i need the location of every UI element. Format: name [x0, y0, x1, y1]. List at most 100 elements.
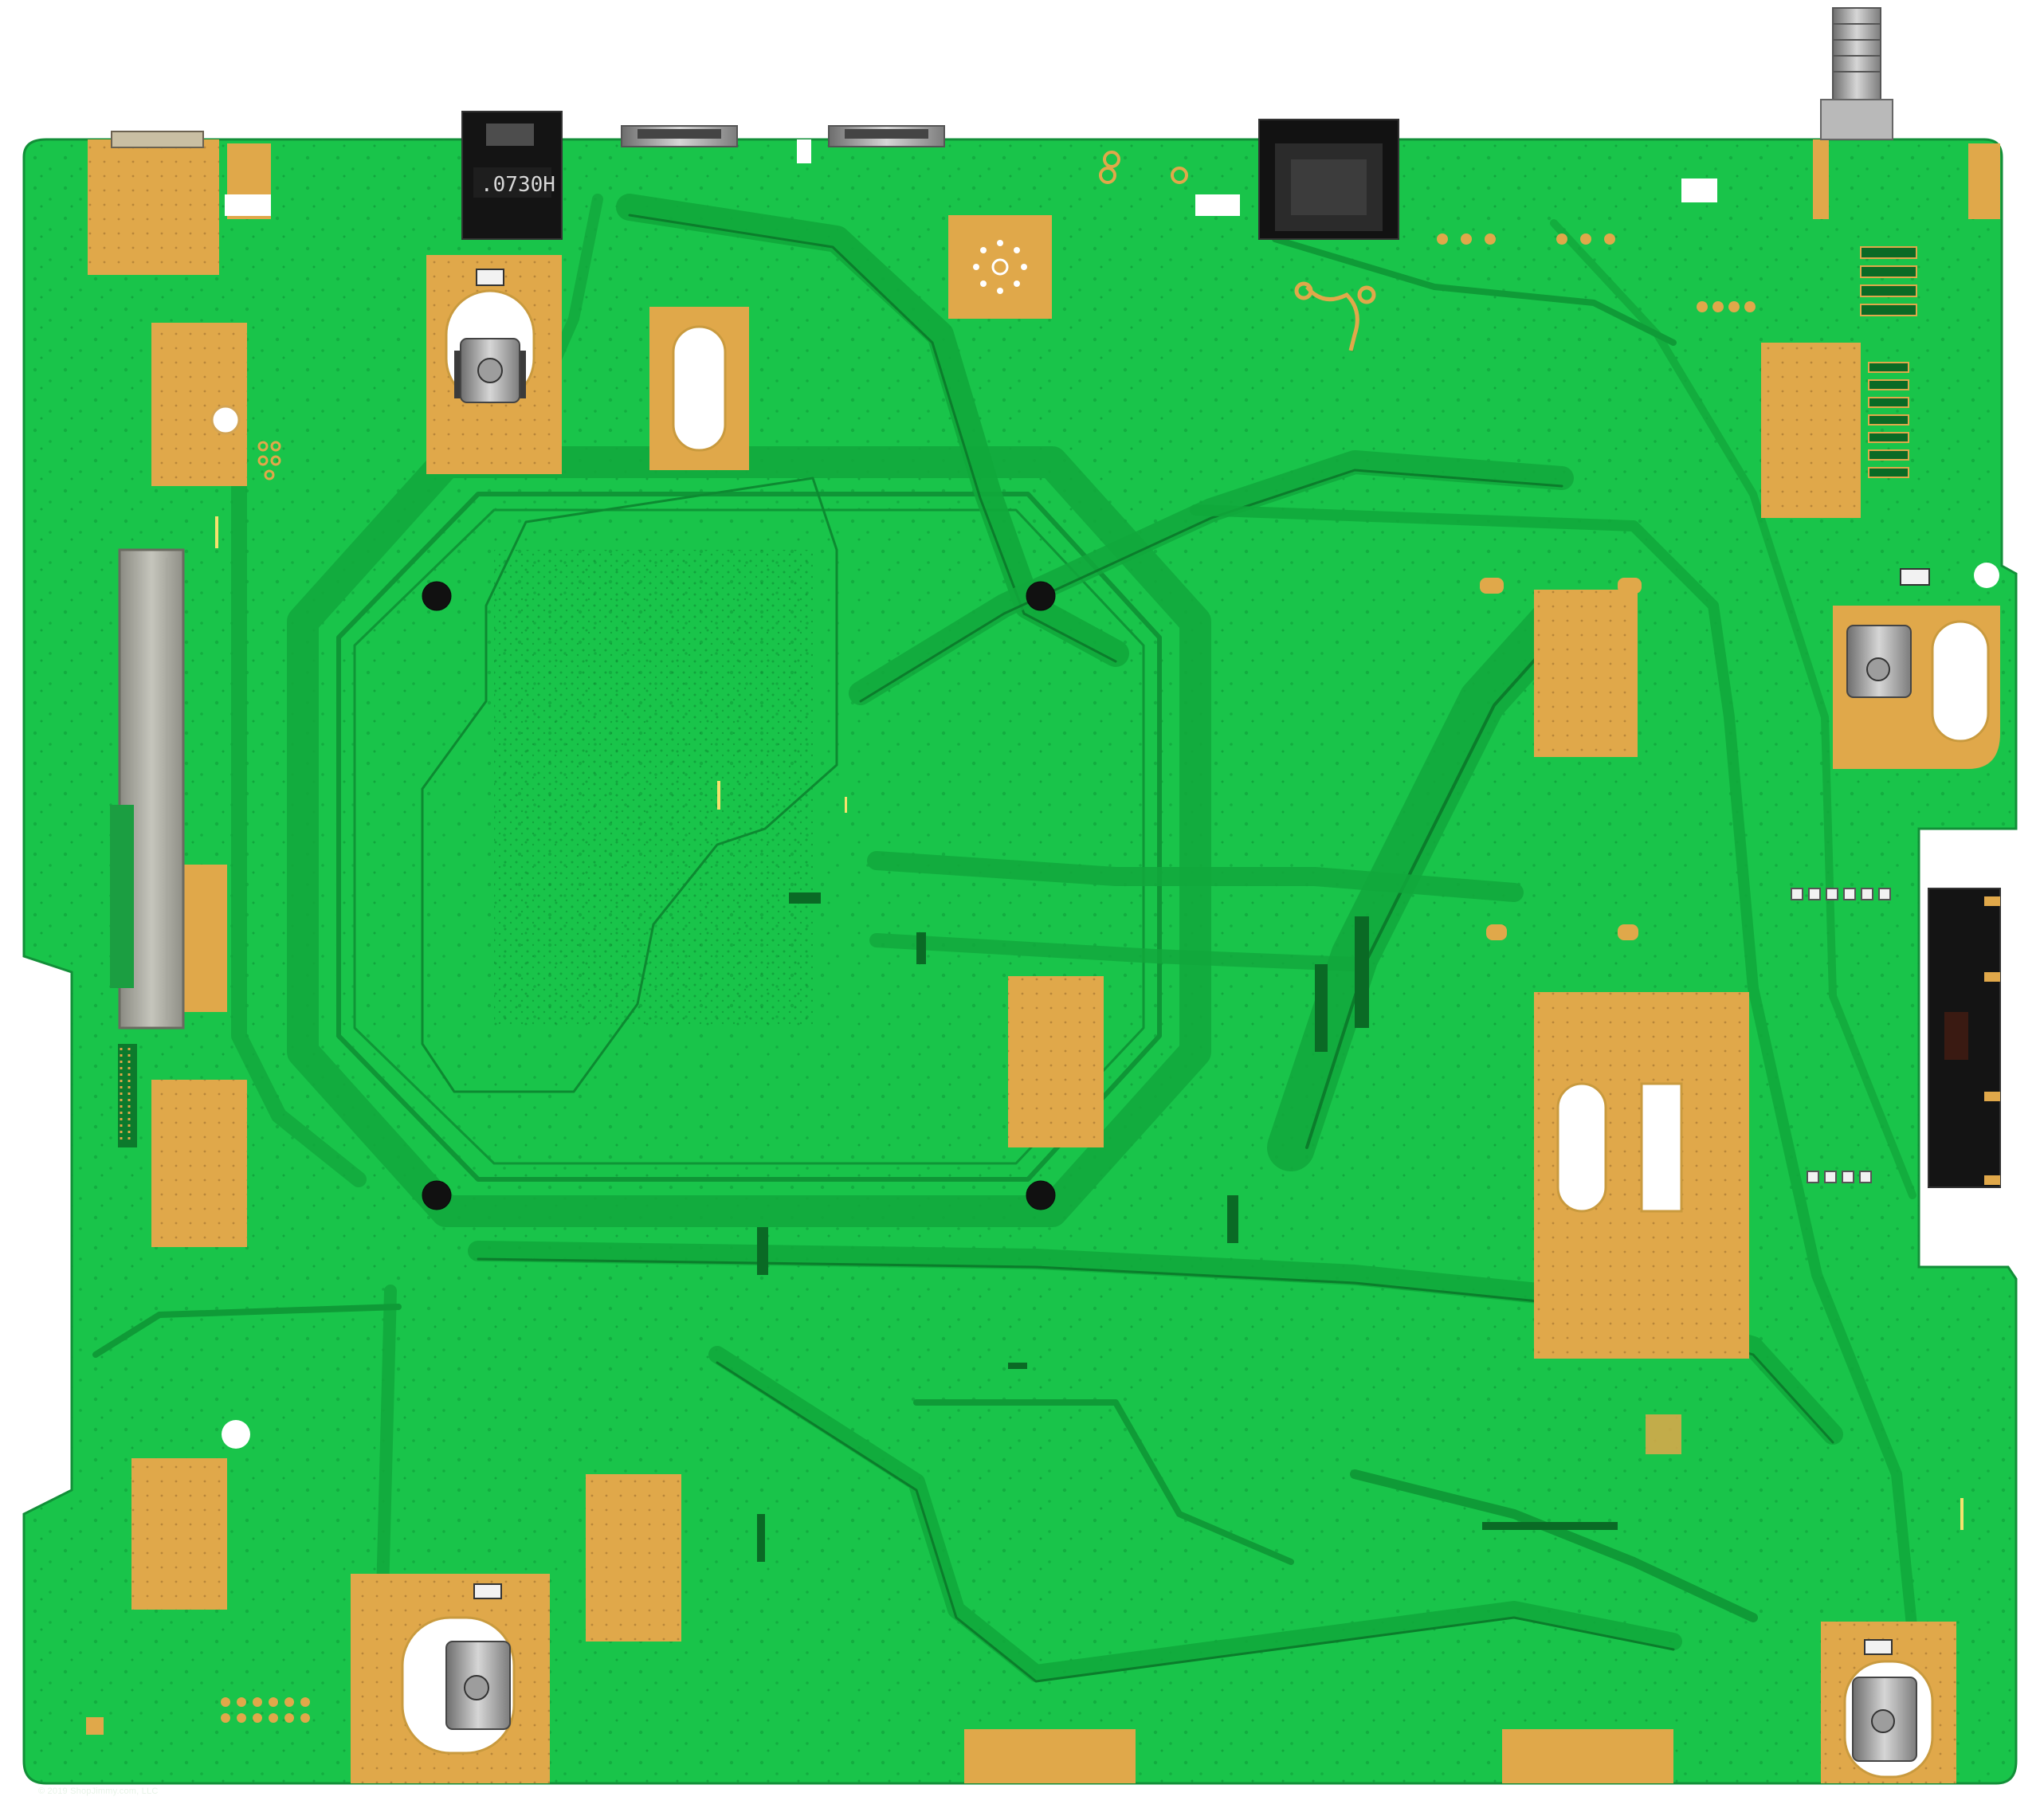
header-right-mid [1868, 362, 1909, 478]
gold-pad-bottom-mid-left-dots [586, 1474, 681, 1642]
tp-r-4 [1843, 888, 1856, 900]
header-rm-4 [1868, 414, 1909, 426]
dark-trace-5 [757, 1227, 768, 1275]
ring-dot-1 [997, 240, 1003, 246]
vp-l-3 [257, 455, 269, 466]
dark-trace-1 [1315, 964, 1328, 1052]
tp-t-4 [1744, 301, 1756, 312]
clip-bolt-bl [464, 1675, 489, 1700]
header-tr-2 [1860, 265, 1917, 278]
header-rm-1 [1868, 362, 1909, 373]
spring-clip-mounts [351, 255, 2000, 1783]
bus-center-to-right-line [859, 469, 1563, 703]
gold-pad-top-center [948, 215, 1052, 319]
tp-t-11 [1099, 167, 1116, 184]
gold-pad-small-right-2 [1480, 578, 1504, 594]
copyright-notice: © 2019 ShopJimmy.com, LLC [38, 1787, 159, 1796]
optical-port-window [1291, 159, 1367, 215]
coax-barrel [1832, 7, 1881, 100]
clip-smd-right [1900, 568, 1930, 586]
hdmi-port-2-inner [845, 129, 928, 139]
clip-mount-bottom-right [1821, 1622, 1956, 1783]
audio-jack-opening [486, 124, 534, 146]
gold-pads [86, 139, 2000, 1783]
gold-pad-top-right-block-dots [1761, 343, 1861, 518]
optical-coil [1294, 281, 1376, 351]
clip-mount-right [1833, 568, 2000, 769]
dark-trace-8 [1482, 1522, 1618, 1530]
tp-t-12 [1171, 167, 1188, 184]
tp-bl-6 [300, 1697, 310, 1707]
bus-right-vertical [1267, 598, 1578, 1171]
header-rm-6 [1868, 449, 1909, 461]
gold-pad-small-bottom-left [86, 1717, 104, 1735]
ribbon-cable [110, 548, 185, 1030]
mounting-hole-bottom-left [222, 1420, 250, 1449]
silk-mark-4 [845, 797, 847, 813]
slot-left [1556, 1082, 1607, 1213]
tp-bl-5 [284, 1697, 294, 1707]
pcb-board [22, 138, 2018, 1785]
gold-pad-center-dots [1008, 976, 1104, 1147]
tp-t-1 [1697, 301, 1708, 312]
top-center-pad-ring [973, 240, 1027, 294]
header-tr-3 [1860, 284, 1917, 297]
clip-smd-bl [473, 1583, 502, 1599]
tp-t-8 [1556, 233, 1567, 245]
via-field [24, 139, 2016, 1783]
bus-lower-sweep-line [477, 1257, 1834, 1444]
tp-t-2 [1712, 301, 1724, 312]
silk-mark-2 [717, 781, 720, 810]
dark-trace-4 [789, 892, 821, 904]
top-white-cutout-1 [225, 194, 271, 216]
tp-t-10 [1604, 233, 1615, 245]
tp-bl-8 [237, 1713, 246, 1723]
gold-pad-small-right-5 [1618, 924, 1638, 940]
tp-r-3 [1826, 888, 1838, 900]
ring-dot-7 [980, 280, 987, 287]
header-rm-2 [1868, 379, 1909, 390]
hdmi-port-1-inner [638, 129, 721, 139]
gold-pad-bottom-right [1502, 1729, 1673, 1783]
hdmi-port-icon [621, 125, 738, 147]
dark-trace-highlights [757, 892, 1618, 1562]
bus-top-diagonal-line [628, 214, 1117, 663]
tp-r-5 [1861, 888, 1873, 900]
gold-pad-right-upper-dots [1534, 590, 1638, 757]
dark-trace-7 [757, 1514, 765, 1562]
smd-headers [221, 151, 1917, 1723]
gold-pad-bottom-center [964, 1729, 1136, 1783]
connector-pin-4 [1984, 1175, 2000, 1185]
vp-l-5 [264, 469, 275, 480]
clip-bolt-br [1871, 1709, 1895, 1733]
gold-pad-small-right [1646, 1414, 1681, 1454]
right-edge-connector [1928, 888, 2001, 1188]
via-pair-left [257, 441, 281, 480]
tp-r-2 [1808, 888, 1821, 900]
bus-bottom-right-fan [1350, 1469, 1758, 1622]
gold-pad-small-right-3 [1618, 578, 1642, 594]
tp-t-7 [1485, 233, 1496, 245]
tp-r2-4 [1859, 1171, 1872, 1183]
gold-pad-left-lower-dots [151, 1080, 247, 1247]
mounting-hole-left-upper [210, 405, 241, 435]
dark-trace-6 [916, 932, 926, 964]
coil-pad-2 [1357, 285, 1376, 304]
standoff-top-left [422, 581, 452, 611]
ring-dot-6 [1014, 247, 1020, 253]
right-pad-slots [1556, 1082, 1683, 1213]
bus-left-edge [231, 327, 367, 1187]
clip-bolt [477, 358, 503, 383]
standoffs [422, 581, 1056, 1210]
header-rm-5 [1868, 432, 1909, 443]
top-connectors: .0730H [111, 7, 1893, 240]
bus-lower-sweep [468, 1241, 1843, 1445]
dark-trace-3 [1227, 1195, 1238, 1243]
octagon-bus-inner [336, 492, 1162, 1182]
connector-pin-1 [1984, 896, 2000, 906]
gold-pad-top-right-strip [1813, 139, 1829, 219]
header-top-right [1860, 246, 1917, 316]
testpoint-row-right [1791, 888, 1891, 1183]
tp-bl-4 [269, 1697, 278, 1707]
